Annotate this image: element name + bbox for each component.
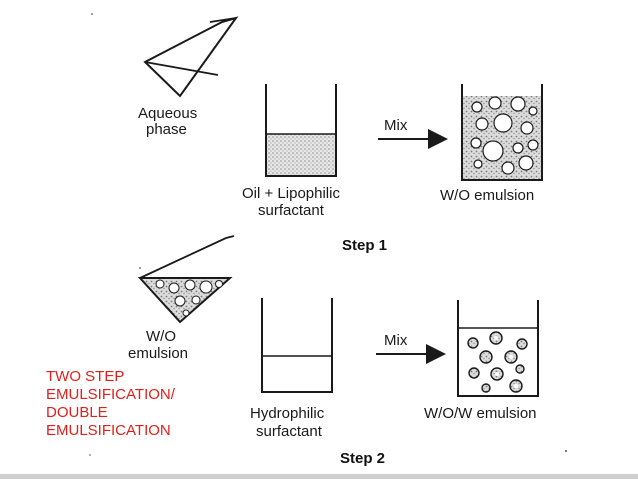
scan-specks — [89, 13, 567, 456]
wo-label-1: W/O — [146, 328, 176, 345]
mix-label-step1: Mix — [384, 117, 408, 134]
wo-emulsion-wedge — [137, 235, 235, 324]
wow-emulsion-beaker — [457, 300, 539, 397]
hydrophilic-label-1: Hydrophilic — [250, 405, 325, 422]
step1-label: Step 1 — [342, 237, 387, 254]
caption-double-emulsification: TWO STEP EMULSIFICATION/ DOUBLE EMULSIFI… — [46, 368, 216, 440]
hydrophilic-beaker — [261, 298, 333, 393]
oil-label-1: Oil + Lipophilic — [242, 185, 340, 202]
bottom-divider — [0, 474, 638, 479]
oil-label-2: surfactant — [258, 202, 325, 219]
wow-result-label: W/O/W emulsion — [424, 405, 537, 422]
double-emulsion-globules — [467, 331, 528, 393]
caption-line-1: TWO STEP — [46, 368, 125, 385]
water-droplets — [470, 96, 539, 175]
caption-line-4: EMULSIFICATION — [46, 422, 171, 439]
hydrophilic-label-2: surfactant — [256, 423, 323, 440]
mix-label-step2: Mix — [384, 332, 408, 349]
oil-beaker — [265, 84, 337, 177]
caption-line-2: EMULSIFICATION/ — [46, 386, 175, 403]
wo-result-label: W/O emulsion — [440, 187, 534, 204]
caption-line-3: DOUBLE — [46, 404, 108, 421]
step2-label: Step 2 — [340, 450, 385, 467]
aqueous-label-1: Aqueous — [138, 105, 197, 122]
aqueous-label-2: phase — [146, 121, 187, 138]
wo-emulsion-beaker — [461, 84, 543, 181]
aqueous-phase-wedge — [143, 16, 239, 98]
wo-label-2: emulsion — [128, 345, 188, 362]
